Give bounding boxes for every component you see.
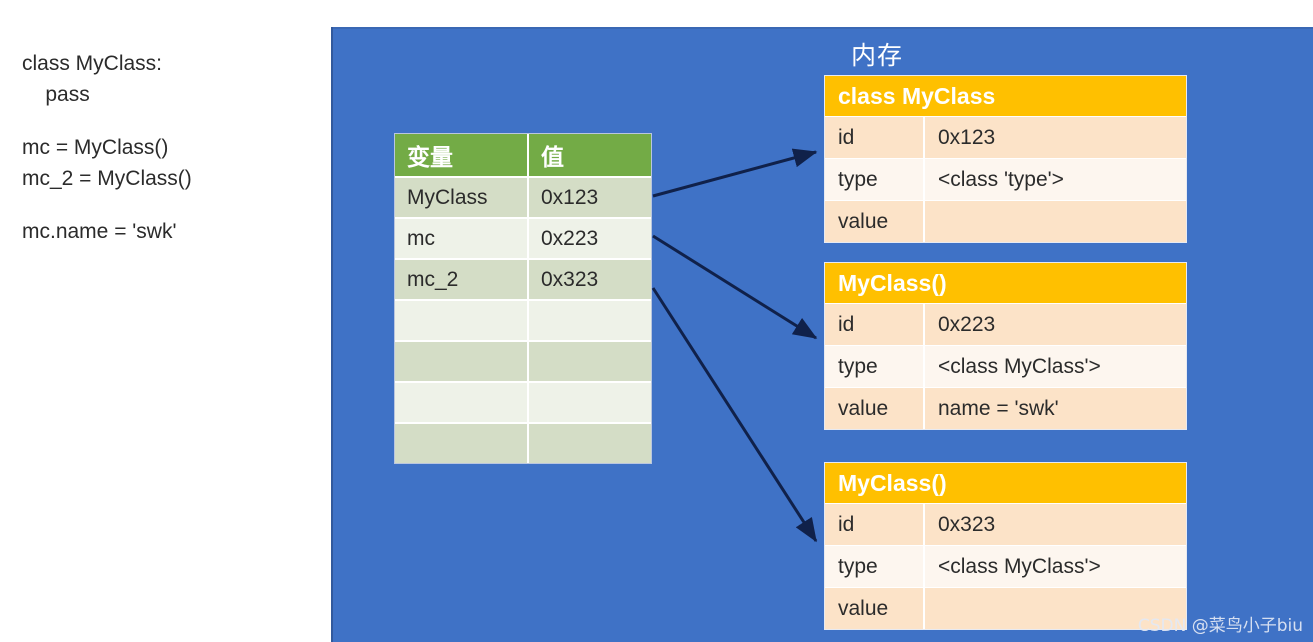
memory-row-id: id 0x323	[825, 503, 1186, 545]
column-header-value: 值	[529, 134, 651, 176]
cell-variable-value	[529, 424, 651, 463]
memory-row-value: value	[825, 587, 1186, 629]
memory-key: value	[825, 388, 925, 429]
table-row: MyClass 0x123	[395, 176, 651, 217]
cell-variable-name: mc_2	[395, 260, 529, 299]
memory-value	[925, 588, 1186, 629]
memory-row-value: value	[825, 200, 1186, 242]
table-header-row: 变量 值	[395, 134, 651, 176]
memory-caption: 内存	[851, 41, 904, 70]
memory-row-type: type <class 'type'>	[825, 158, 1186, 200]
column-header-variable: 变量	[395, 134, 529, 176]
cell-variable-name	[395, 383, 529, 422]
cell-variable-name	[395, 342, 529, 381]
memory-value: <class MyClass'>	[925, 346, 1186, 387]
cell-variable-value	[529, 342, 651, 381]
code-listing: class MyClass: pass mc = MyClass() mc_2 …	[22, 48, 312, 247]
memory-block-class-myclass: class MyClass id 0x123 type <class 'type…	[824, 75, 1187, 243]
memory-row-type: type <class MyClass'>	[825, 345, 1186, 387]
table-row	[395, 381, 651, 422]
code-spacer	[22, 194, 312, 216]
memory-key: value	[825, 201, 925, 242]
memory-key: value	[825, 588, 925, 629]
memory-value: 0x223	[925, 304, 1186, 345]
memory-key: type	[825, 546, 925, 587]
memory-value: 0x323	[925, 504, 1186, 545]
code-line: class MyClass:	[22, 52, 163, 75]
variable-table: 变量 值 MyClass 0x123 mc 0x223 mc_2 0x323	[394, 133, 652, 464]
memory-block-instance-mc2: MyClass() id 0x323 type <class MyClass'>…	[824, 462, 1187, 630]
cell-variable-name: mc	[395, 219, 529, 258]
memory-value: <class 'type'>	[925, 159, 1186, 200]
memory-key: type	[825, 346, 925, 387]
memory-block-title: class MyClass	[825, 76, 1186, 116]
code-line: mc_2 = MyClass()	[22, 167, 192, 190]
code-spacer	[22, 110, 312, 132]
memory-key: id	[825, 117, 925, 158]
memory-block-title: MyClass()	[825, 263, 1186, 303]
memory-value	[925, 201, 1186, 242]
memory-key: id	[825, 304, 925, 345]
cell-variable-value: 0x223	[529, 219, 651, 258]
cell-variable-value: 0x123	[529, 178, 651, 217]
memory-value: name = 'swk'	[925, 388, 1186, 429]
cell-variable-name	[395, 301, 529, 340]
cell-variable-value	[529, 383, 651, 422]
table-row	[395, 299, 651, 340]
memory-row-id: id 0x123	[825, 116, 1186, 158]
memory-value: 0x123	[925, 117, 1186, 158]
csdn-watermark: CSDN @菜鸟小子biu	[1137, 616, 1303, 636]
memory-row-type: type <class MyClass'>	[825, 545, 1186, 587]
code-line: pass	[22, 83, 90, 106]
cell-variable-value: 0x323	[529, 260, 651, 299]
memory-key: type	[825, 159, 925, 200]
memory-block-title: MyClass()	[825, 463, 1186, 503]
code-line: mc = MyClass()	[22, 136, 169, 159]
table-row: mc_2 0x323	[395, 258, 651, 299]
cell-variable-name: MyClass	[395, 178, 529, 217]
table-row	[395, 422, 651, 463]
code-line: mc.name = 'swk'	[22, 220, 177, 243]
memory-block-instance-mc: MyClass() id 0x223 type <class MyClass'>…	[824, 262, 1187, 430]
memory-row-value: value name = 'swk'	[825, 387, 1186, 429]
memory-value: <class MyClass'>	[925, 546, 1186, 587]
memory-key: id	[825, 504, 925, 545]
table-row: mc 0x223	[395, 217, 651, 258]
cell-variable-value	[529, 301, 651, 340]
memory-row-id: id 0x223	[825, 303, 1186, 345]
table-row	[395, 340, 651, 381]
cell-variable-name	[395, 424, 529, 463]
